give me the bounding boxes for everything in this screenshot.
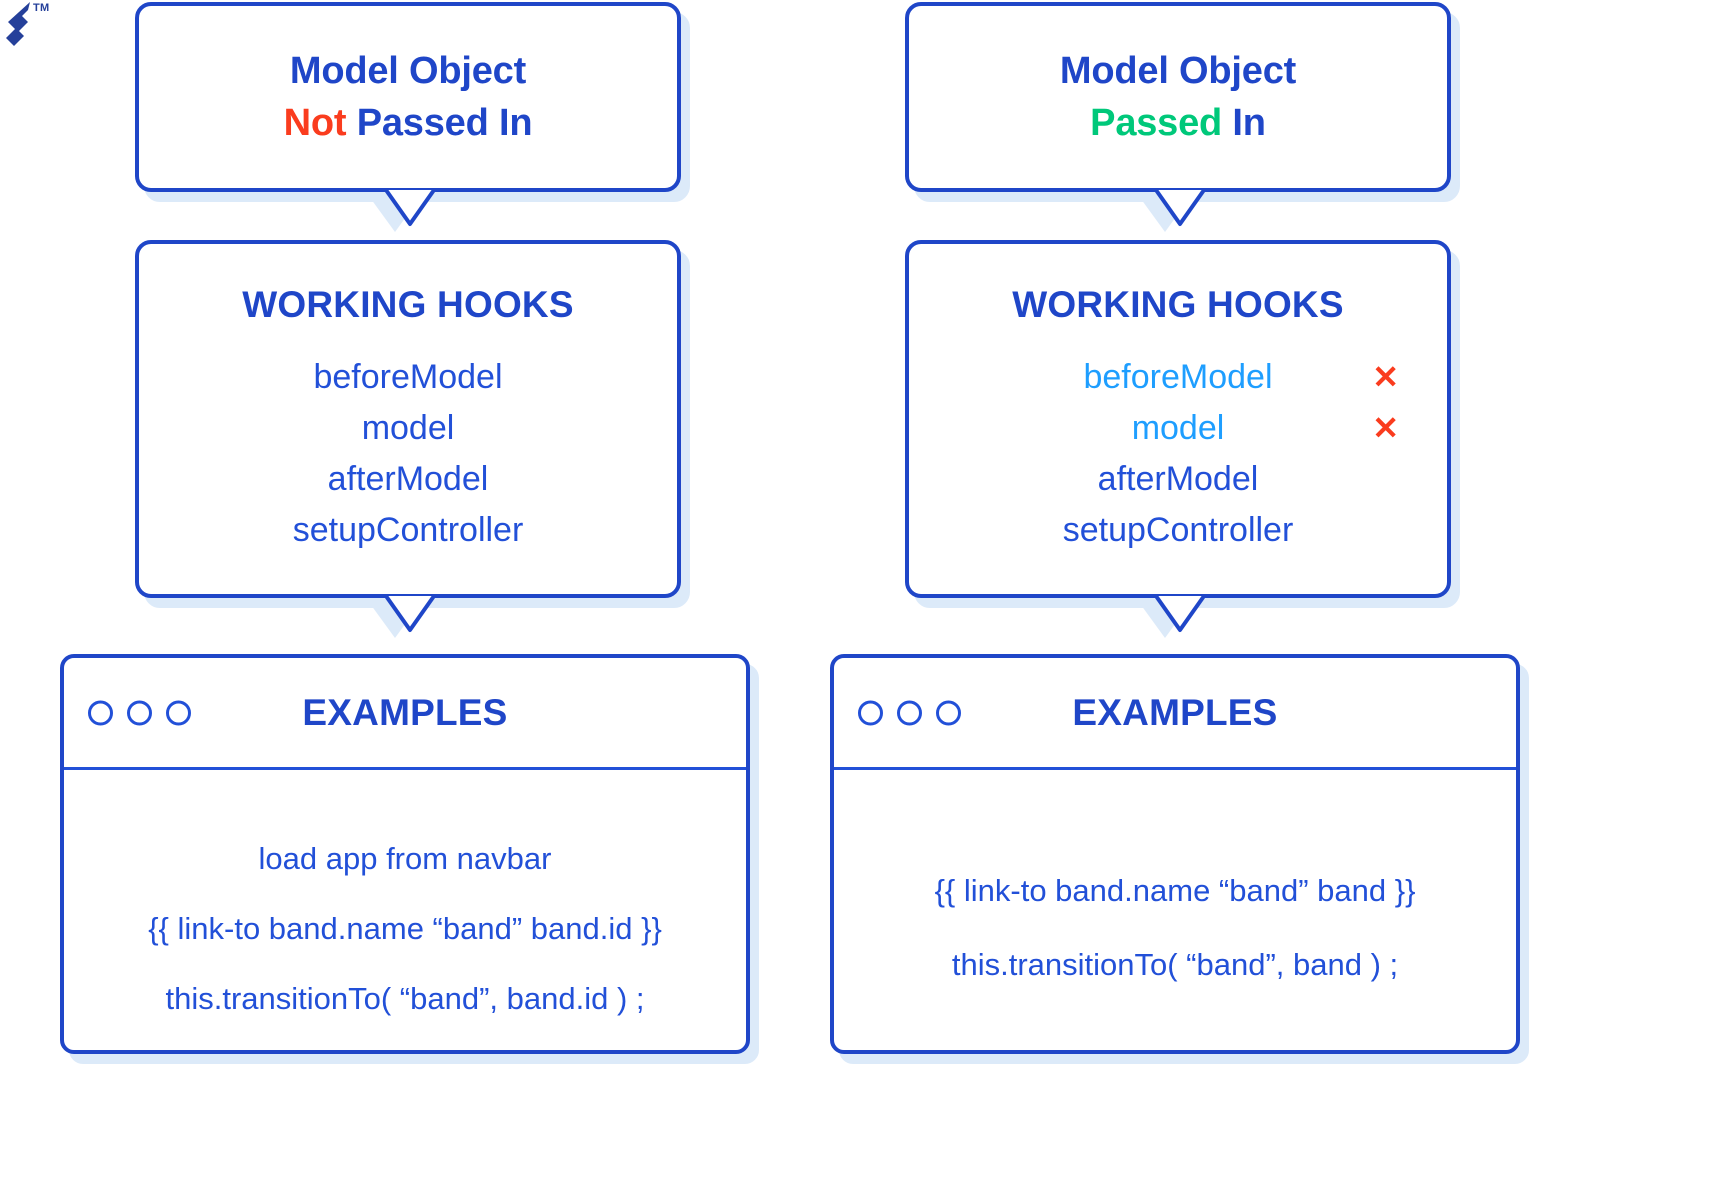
hook-item: model [139, 403, 677, 454]
working-hooks-title-left: WORKING HOOKS [242, 284, 574, 325]
maximize-dot-icon[interactable] [166, 700, 191, 725]
hook-item: setupController [909, 505, 1447, 556]
heading-line2-rest-left: Passed In [346, 102, 533, 144]
hook-label: model [361, 409, 455, 447]
hook-disabled-x-icon: ✕ [1372, 410, 1399, 446]
working-hooks-bubble-left: WORKING HOOKS beforeModel model afterMod… [135, 240, 681, 598]
heading-bubble-right: Model Object Passed In [905, 2, 1451, 192]
examples-title-left: EXAMPLES [302, 691, 508, 733]
ember-logo [2, 0, 56, 48]
hook-label: afterModel [1097, 460, 1259, 498]
examples-window-right: EXAMPLES {{ link-to band.name “band” ban… [830, 654, 1520, 1054]
arrow-connector-right-1 [1132, 188, 1228, 242]
hook-item: beforeModel ✕ [909, 352, 1447, 403]
hook-item: setupController [139, 505, 677, 556]
heading-line2-rest-right: In [1222, 102, 1266, 144]
close-dot-icon[interactable] [88, 700, 113, 725]
close-dot-icon[interactable] [858, 700, 883, 725]
hooks-list-right: beforeModel ✕ model ✕ afterModel setupCo… [909, 352, 1447, 556]
arrow-connector-left-1 [362, 188, 458, 242]
arrow-connector-left-2 [362, 594, 458, 648]
working-hooks-title-right: WORKING HOOKS [1012, 284, 1344, 325]
heading-line1-right: Model Object [1059, 49, 1297, 92]
hook-label: setupController [292, 511, 524, 549]
column-model-passed-in: Model Object Passed In WORKING HOOKS bef… [830, 0, 1530, 1182]
hook-label: afterModel [327, 460, 489, 498]
hook-label: beforeModel [313, 358, 503, 396]
example-line: this.transitionTo( “band”, band ) ; [951, 947, 1399, 982]
hook-label: setupController [1062, 511, 1294, 549]
maximize-dot-icon[interactable] [936, 700, 961, 725]
hook-label: model [1131, 409, 1225, 447]
window-controls-right [858, 700, 961, 725]
arrow-connector-right-2 [1132, 594, 1228, 648]
hook-item: beforeModel [139, 352, 677, 403]
hook-item: afterModel [909, 454, 1447, 505]
heading-highlight-left: Not [283, 102, 347, 144]
heading-bubble-left: Model Object Not Passed In [135, 2, 681, 192]
example-line: {{ link-to band.name “band” band }} [934, 873, 1416, 908]
working-hooks-bubble-right: WORKING HOOKS beforeModel ✕ model ✕ afte… [905, 240, 1451, 598]
examples-titlebar-right: EXAMPLES [834, 658, 1516, 770]
examples-titlebar-left: EXAMPLES [64, 658, 746, 770]
heading-line1-left: Model Object [289, 49, 527, 92]
trademark-symbol: TM [33, 2, 50, 14]
column-model-not-passed-in: Model Object Not Passed In WORKING HOOKS… [60, 0, 760, 1182]
minimize-dot-icon[interactable] [127, 700, 152, 725]
examples-body-left: load app from navbar {{ link-to band.nam… [64, 770, 746, 1034]
hook-label: beforeModel [1083, 358, 1273, 396]
examples-title-right: EXAMPLES [1072, 691, 1278, 733]
example-line: this.transitionTo( “band”, band.id ) ; [165, 981, 645, 1016]
example-line: load app from navbar [258, 841, 552, 876]
example-line: {{ link-to band.name “band” band.id }} [148, 911, 662, 946]
minimize-dot-icon[interactable] [897, 700, 922, 725]
examples-window-left: EXAMPLES load app from navbar {{ link-to… [60, 654, 750, 1054]
heading-text-left: Model Object Not Passed In [284, 45, 533, 150]
heading-text-right: Model Object Passed In [1060, 45, 1296, 150]
hooks-list-left: beforeModel model afterModel setupContro… [139, 352, 677, 556]
window-controls-left [88, 700, 191, 725]
heading-highlight-right: Passed [1090, 102, 1223, 144]
examples-body-right: {{ link-to band.name “band” band }} this… [834, 770, 1516, 1002]
hook-item: afterModel [139, 454, 677, 505]
hook-disabled-x-icon: ✕ [1372, 359, 1399, 395]
hook-item: model ✕ [909, 403, 1447, 454]
